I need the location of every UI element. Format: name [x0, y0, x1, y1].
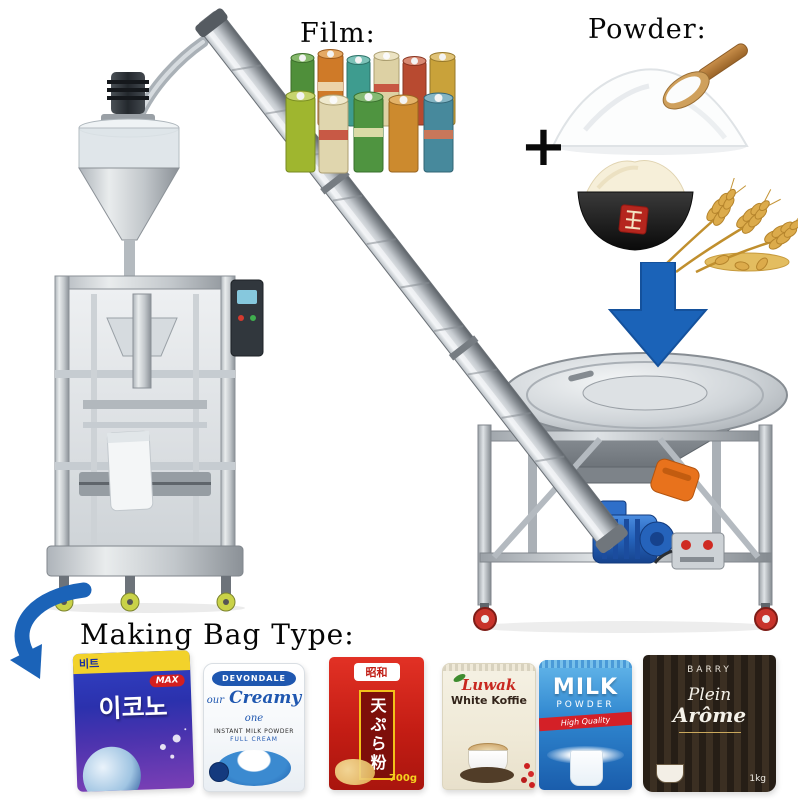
bag2-milk-bowl-graphic [217, 750, 291, 786]
bag6-title-line1: Plein [687, 685, 732, 705]
bag1-washer-drum-graphic [81, 745, 142, 792]
red-stamp [618, 204, 649, 235]
auger-motor [101, 72, 155, 124]
bag2-desc: INSTANT MILK POWDER [214, 727, 294, 735]
flour-shade [596, 165, 639, 190]
wheat-ears [706, 178, 798, 271]
red-casters [473, 603, 778, 631]
bag2-script-title: our Creamy one [204, 688, 304, 725]
orange-vibrator [650, 458, 700, 502]
bag1-top-band: 비트 [72, 650, 191, 675]
bag1-title: 이코노 [98, 691, 169, 724]
bag3-brand-logo: 昭和 [353, 663, 400, 681]
powder-shade-1 [583, 83, 650, 132]
bag4-brand: Luwak [461, 676, 517, 694]
powder-pile-photo [551, 43, 749, 155]
white-powder-mound [551, 68, 749, 147]
control-box [653, 532, 725, 570]
bag3-food-graphic [335, 759, 375, 785]
auger-hopper-funnel [78, 118, 180, 300]
bag6-gold-rule [678, 732, 741, 733]
wheat-grains-photo [659, 178, 798, 274]
blue-down-arrow-icon [607, 262, 709, 368]
plus-sign: + [520, 113, 567, 179]
floor-shadow [45, 603, 245, 613]
bag2-script-our: our [206, 695, 224, 706]
blue-curved-arrow-icon [10, 582, 92, 679]
film-rolls-front-row [285, 90, 454, 174]
flour-bowl-photo [577, 160, 694, 251]
wooden-scoop [662, 43, 748, 110]
floor-shadow [475, 621, 775, 633]
bag1-max-badge: MAX [149, 674, 185, 688]
bag2-desc2: FULL CREAM [230, 735, 278, 743]
bag4-top-crimp [443, 664, 535, 671]
bag5-milk-glass-graphic [570, 750, 603, 786]
bag6-cup-graphic [656, 764, 684, 783]
formed-bag [106, 430, 154, 512]
bag5-subtitle: POWDER [556, 700, 615, 710]
bag6-brand: BARRY [687, 665, 732, 675]
flour-mound [585, 160, 686, 195]
control-panel [230, 279, 264, 357]
film-rolls-photo [285, 49, 456, 174]
powder-label: Powder: [588, 14, 707, 45]
hopper-lid [502, 352, 788, 438]
bag-sample-detergent: 비트 MAX 이코노 [72, 650, 195, 792]
bag1-band-text: 비트 [78, 657, 100, 671]
bag4-title: White Koffie [451, 694, 527, 707]
bag2-brand: DEVONDALE [212, 671, 296, 686]
bag5-title: MILK [552, 675, 619, 700]
bag-sample-plein-arome-coffee: BARRY Plein Arôme 1kg [643, 655, 776, 792]
bag5-top-crimp [539, 660, 632, 668]
hopper-back-legs [528, 410, 721, 560]
making-bag-type-label: Making Bag Type: [80, 618, 355, 651]
bag6-weight: 1kg [749, 774, 766, 784]
bag5-quality-ribbon: High Quality [539, 711, 632, 732]
bag2-round-badge [209, 762, 229, 782]
vertical-packing-machine [45, 72, 264, 613]
bag6-title-line2: Arôme [672, 703, 747, 727]
bag-sample-milk-powder-devondale: DEVONDALE our Creamy one INSTANT MILK PO… [203, 663, 305, 792]
bag4-saucer [460, 767, 514, 783]
bag-sample-white-koffie: Luwak White Koffie [442, 663, 536, 790]
bag4-coffee-cup-graphic [458, 741, 516, 783]
bag-sample-milk-powder-blue: MILK POWDER High Quality [539, 660, 632, 790]
bag1-bubbles-graphic [172, 734, 181, 743]
bag-sample-tempura-flour: 昭和 天ぷら粉 700g [329, 657, 424, 790]
bag-former [83, 293, 207, 428]
bag2-script-one: one [244, 712, 264, 724]
film-label: Film: [300, 18, 376, 49]
bag2-script-creamy: Creamy [229, 688, 302, 708]
bag3-weight: 700g [388, 773, 417, 784]
bag4-flowers-graphic [524, 763, 530, 769]
bag3-title-vertical: 天ぷら粉 [367, 697, 387, 773]
